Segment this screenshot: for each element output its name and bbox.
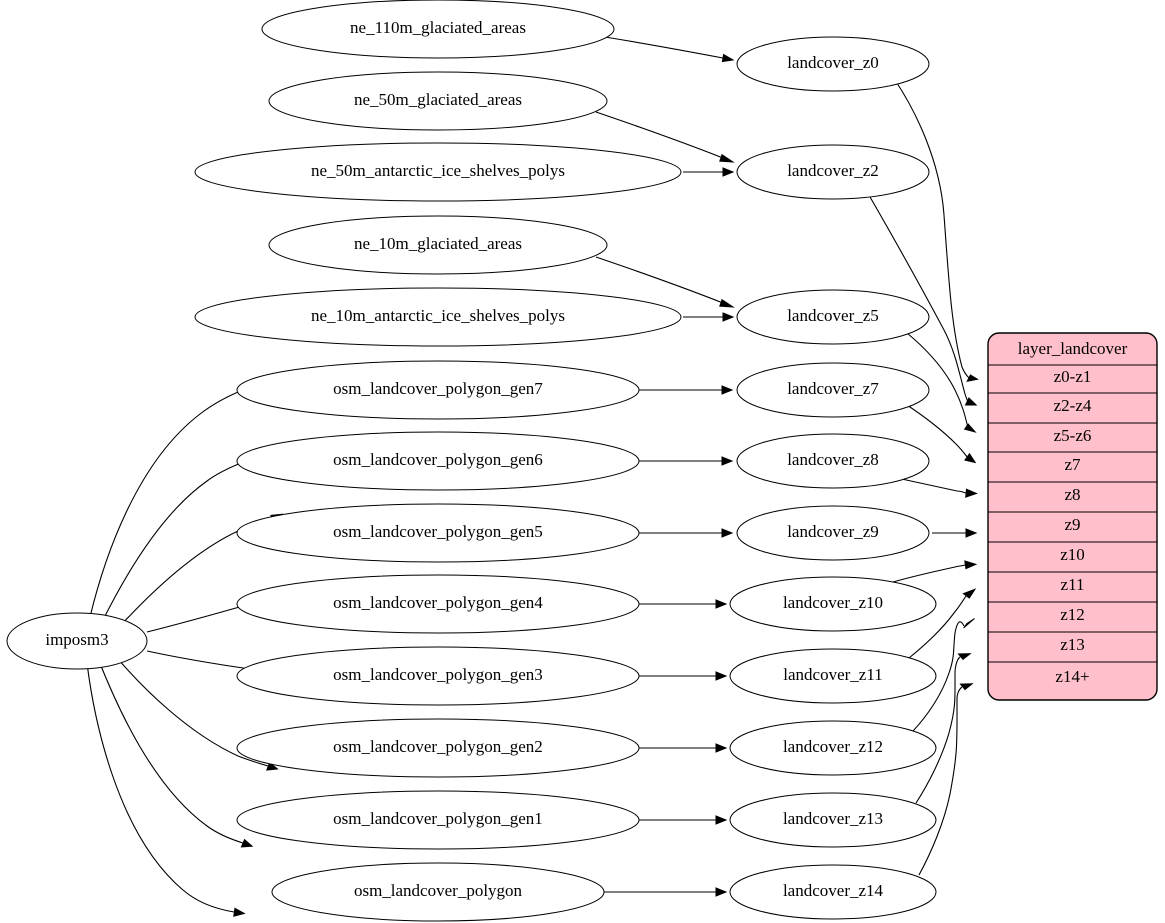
edge-layer [86, 36, 979, 917]
edge-z11-to-row-z11 [908, 588, 977, 659]
node-ne_110m_glaciated_areas[interactable]: ne_110m_glaciated_areas [261, 0, 615, 59]
edge-imposm3-to-gen2 [117, 658, 279, 771]
edge-imposm3-to-gen1 [98, 660, 254, 848]
edge-imposm3-to-gen6 [102, 456, 257, 621]
node-landcover_z11[interactable]: landcover_z11 [729, 648, 937, 704]
node-osm_landcover_polygon_gen3[interactable]: osm_landcover_polygon_gen3 [236, 646, 640, 706]
node-osm_landcover_polygon_gen2[interactable]: osm_landcover_polygon_gen2 [236, 718, 640, 778]
edge-z5-to-row-z5z6 [906, 332, 977, 433]
layer-landcover-table[interactable]: layer_landcover z0-z1 z2-z4 z5-z6 z7 z8 … [987, 332, 1158, 701]
edge-z2-to-row-z2z4 [865, 189, 978, 406]
edge-z8-to-row-z8 [892, 476, 978, 498]
node-imposm3[interactable]: imposm3 [6, 612, 148, 670]
edge-ne110-to-z0 [604, 36, 735, 63]
node-landcover_z12[interactable]: landcover_z12 [729, 720, 937, 776]
edge-z14-to-row-z14plus [918, 683, 974, 876]
edge-z13-to-row-z13 [915, 653, 972, 804]
node-osm_landcover_polygon[interactable]: osm_landcover_polygon [271, 862, 605, 922]
node-ne_50m_glaciated_areas[interactable]: ne_50m_glaciated_areas [268, 71, 608, 131]
node-ne_50m_antarctic_ice_shelves_polys[interactable]: ne_50m_antarctic_ice_shelves_polys [194, 142, 682, 202]
edge-ne50glac-to-z2 [595, 111, 735, 163]
edge-gen6-to-z8 [639, 456, 734, 466]
edge-osmpoly-to-z14 [604, 887, 728, 897]
edge-z9-to-row-z9 [932, 528, 978, 538]
edge-gen2-to-z12 [639, 743, 728, 753]
node-landcover_z2[interactable]: landcover_z2 [736, 144, 930, 200]
table-outer-shell [987, 332, 1158, 701]
edge-gen4-to-z10 [639, 599, 728, 609]
node-landcover_z13[interactable]: landcover_z13 [729, 792, 937, 848]
edge-imposm3-to-osmpoly [86, 662, 246, 917]
edge-gen1-to-z13 [639, 815, 728, 825]
node-landcover_z14[interactable]: landcover_z14 [729, 864, 937, 920]
node-ne_10m_glaciated_areas[interactable]: ne_10m_glaciated_areas [268, 215, 608, 275]
node-osm_landcover_polygon_gen1[interactable]: osm_landcover_polygon_gen1 [236, 790, 640, 850]
edge-z10-to-row-z10 [882, 560, 978, 586]
node-landcover_z8[interactable]: landcover_z8 [736, 433, 930, 489]
edge-imposm3-to-gen7 [89, 386, 254, 618]
edge-ne50ant-to-z2 [683, 167, 735, 177]
edge-z7-to-row-z7 [906, 404, 977, 464]
edge-z0-to-row-z0z1 [894, 79, 979, 382]
node-ne_10m_antarctic_ice_shelves_polys[interactable]: ne_10m_antarctic_ice_shelves_polys [194, 287, 682, 347]
node-osm_landcover_polygon_gen6[interactable]: osm_landcover_polygon_gen6 [236, 431, 640, 491]
edge-gen5-to-z9 [639, 528, 734, 538]
node-landcover_z9[interactable]: landcover_z9 [736, 505, 930, 561]
edge-ne10glac-to-z5 [595, 256, 735, 308]
edge-z12-to-row-z12 [912, 618, 975, 732]
edge-gen7-to-z7 [639, 385, 734, 395]
node-landcover_z10[interactable]: landcover_z10 [729, 576, 937, 632]
edge-gen3-to-z11 [639, 671, 728, 681]
node-landcover_z7[interactable]: landcover_z7 [736, 362, 930, 418]
node-osm_landcover_polygon_gen5[interactable]: osm_landcover_polygon_gen5 [236, 503, 640, 563]
node-landcover_z0[interactable]: landcover_z0 [736, 36, 930, 92]
edge-ne10ant-to-z5 [683, 312, 735, 322]
node-osm_landcover_polygon_gen7[interactable]: osm_landcover_polygon_gen7 [236, 360, 640, 420]
node-landcover_z5[interactable]: landcover_z5 [736, 289, 930, 345]
node-osm_landcover_polygon_gen4[interactable]: osm_landcover_polygon_gen4 [236, 574, 640, 634]
